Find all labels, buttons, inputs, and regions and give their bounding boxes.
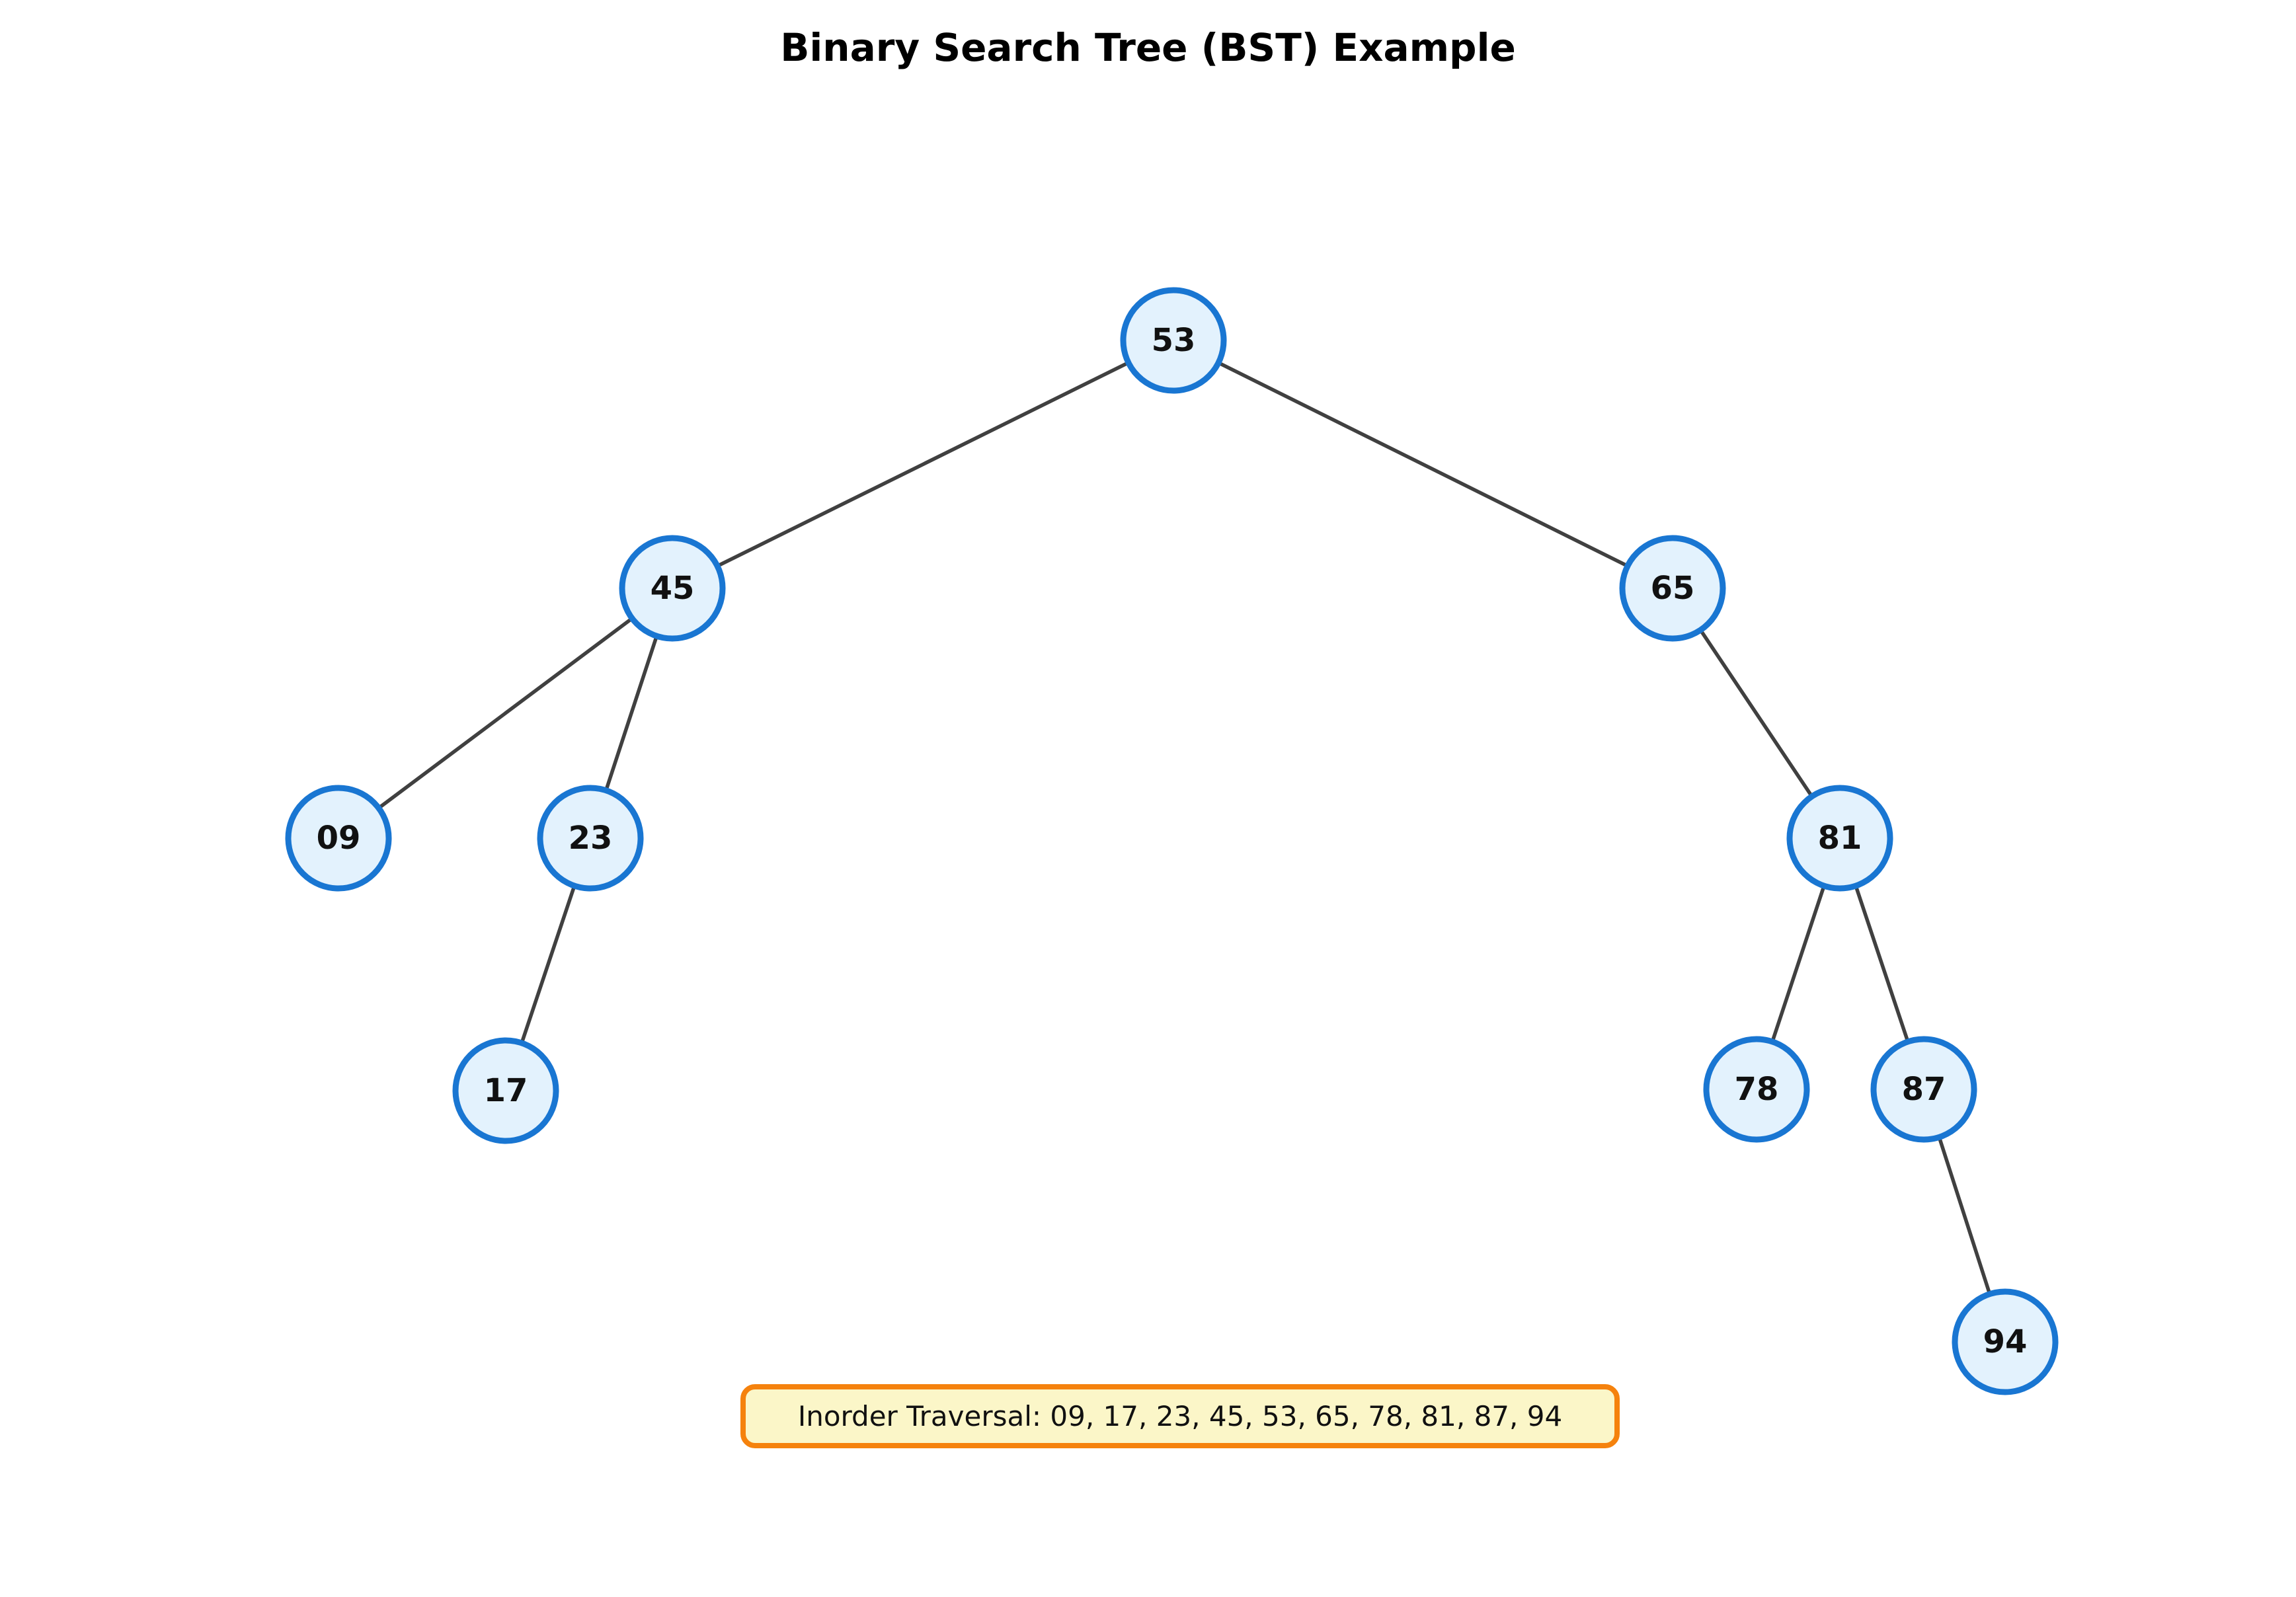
tree-nodes-layer: 53 45 65 09 23 81 17 78 87 94 xyxy=(285,287,2059,1395)
tree-node-09: 09 xyxy=(285,785,392,892)
inorder-traversal-box: Inorder Traversal: 09, 17, 23, 45, 53, 6… xyxy=(740,1384,1620,1448)
tree-node-94: 94 xyxy=(1952,1288,2059,1395)
inorder-traversal-text: Inorder Traversal: 09, 17, 23, 45, 53, 6… xyxy=(797,1400,1563,1432)
node-label-94: 94 xyxy=(1983,1323,2028,1360)
node-circle-94 xyxy=(1952,1288,2059,1395)
node-circle-45 xyxy=(619,535,726,642)
tree-edge-53-65 xyxy=(1171,338,1675,590)
node-circle-81 xyxy=(1786,785,1893,892)
node-label-23: 23 xyxy=(569,820,613,857)
tree-edge-53-45 xyxy=(670,338,1175,590)
figure-title: Binary Search Tree (BST) Example xyxy=(780,25,1516,70)
node-label-87: 87 xyxy=(1902,1071,1946,1108)
node-circle-87 xyxy=(1870,1036,1977,1143)
node-label-81: 81 xyxy=(1818,820,1862,857)
node-label-09: 09 xyxy=(317,820,361,857)
node-circle-23 xyxy=(537,785,644,892)
node-label-65: 65 xyxy=(1651,570,1695,607)
tree-node-17: 17 xyxy=(452,1037,559,1144)
node-circle-17 xyxy=(452,1037,559,1144)
node-circle-09 xyxy=(285,785,392,892)
tree-node-53: 53 xyxy=(1120,287,1227,394)
tree-node-78: 78 xyxy=(1703,1036,1810,1143)
node-circle-78 xyxy=(1703,1036,1810,1143)
node-label-78: 78 xyxy=(1735,1071,1779,1108)
tree-edge-45-09 xyxy=(336,586,674,840)
tree-node-81: 81 xyxy=(1786,785,1893,892)
tree-node-45: 45 xyxy=(619,535,726,642)
tree-node-87: 87 xyxy=(1870,1036,1977,1143)
node-circle-53 xyxy=(1120,287,1227,394)
node-label-53: 53 xyxy=(1152,322,1196,359)
tree-node-65: 65 xyxy=(1619,535,1726,642)
node-circle-65 xyxy=(1619,535,1726,642)
node-label-17: 17 xyxy=(484,1072,528,1109)
node-label-45: 45 xyxy=(651,570,695,607)
tree-node-23: 23 xyxy=(537,785,644,892)
